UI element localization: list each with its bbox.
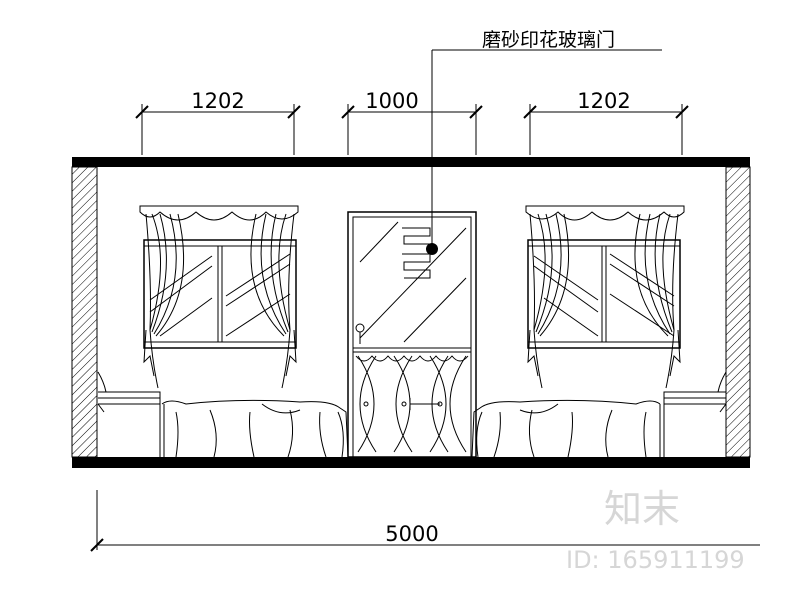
dimension-label-overall: 5000: [385, 522, 438, 546]
right-wall: [725, 166, 751, 458]
annotation-leader: [431, 49, 662, 246]
dimension-right-window: [523, 104, 689, 155]
dimension-label-door: 1000: [365, 89, 418, 113]
right-bed: [471, 399, 661, 458]
right-window: [525, 205, 685, 389]
dimension-left-window: [135, 104, 301, 155]
left-window: [139, 205, 299, 389]
left-bed: [161, 399, 349, 458]
watermark: 知末 ID: 165911199: [566, 487, 745, 574]
annotation-label: 磨砂印花玻璃门: [482, 29, 615, 51]
floor-slab: [72, 457, 750, 468]
annotation-dot: [426, 243, 438, 255]
ceiling-slab: [72, 157, 750, 167]
left-wall: [71, 166, 98, 458]
watermark-brand: 知末: [604, 487, 680, 531]
dimension-overall: [90, 490, 760, 552]
left-nightstand: [97, 371, 161, 457]
dimension-label-right-window: 1202: [577, 89, 630, 113]
dimension-door: [341, 104, 483, 155]
right-nightstand: [663, 371, 727, 457]
dimension-label-left-window: 1202: [191, 89, 244, 113]
glass-door: [347, 211, 477, 458]
watermark-id: ID: 165911199: [566, 546, 745, 574]
